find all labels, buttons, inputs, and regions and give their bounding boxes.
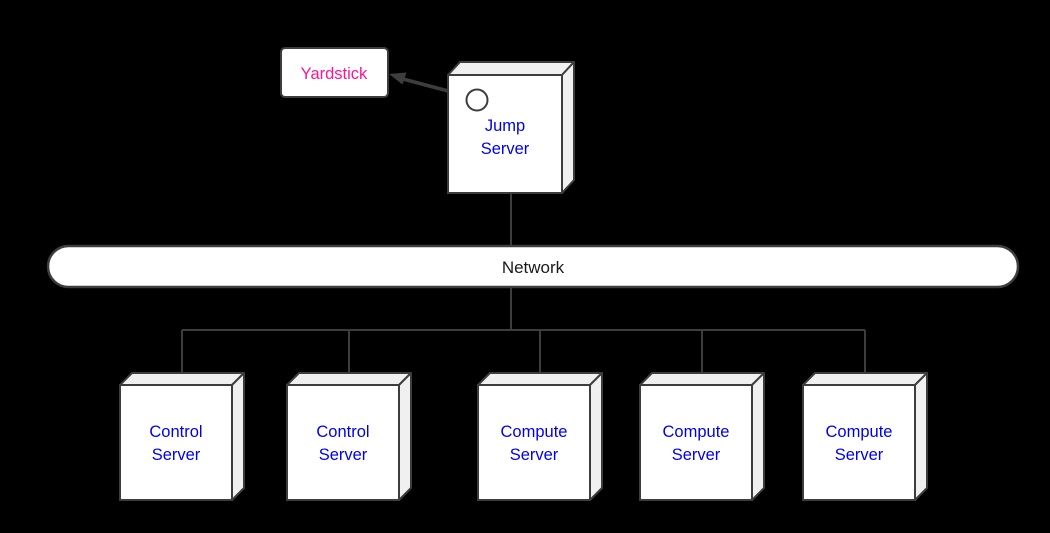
server-node-control-2: Control Server: [286, 372, 412, 501]
server-label-line2: Server: [510, 446, 559, 464]
jump-server-label-line1: Jump: [485, 117, 525, 135]
node-top-face: [802, 372, 928, 386]
yardstick-node: Yardstick: [280, 47, 389, 98]
node-top-face: [119, 372, 245, 386]
node-side-face: [398, 372, 412, 501]
node-top-face: [286, 372, 412, 386]
node-front-face: [477, 384, 591, 501]
node-front-face: [639, 384, 753, 501]
port-circle-icon: [465, 88, 489, 112]
server-node-control-1: Control Server: [119, 372, 245, 501]
network-label: Network: [502, 258, 565, 277]
jump-server-node: Jump Server: [447, 61, 575, 194]
server-label-line1: Compute: [663, 423, 730, 441]
server-label-line2: Server: [152, 446, 201, 464]
node-top-face: [447, 61, 575, 76]
arrow-head-icon: [389, 72, 407, 85]
server-label-line1: Compute: [501, 423, 568, 441]
network-bar: [46, 244, 1020, 289]
node-front-face: [802, 384, 916, 501]
server-node-compute-2: Compute Server: [639, 372, 765, 501]
yardstick-label: Yardstick: [301, 65, 368, 83]
jump-server-label-line2: Server: [481, 140, 530, 158]
network-node: Network: [46, 244, 1020, 289]
node-top-face: [639, 372, 765, 386]
node-side-face: [589, 372, 603, 501]
node-front-face: [286, 384, 400, 501]
node-top-face: [477, 372, 603, 386]
server-label-line2: Server: [319, 446, 368, 464]
server-label-line1: Control: [316, 423, 369, 441]
server-label-line1: Compute: [826, 423, 893, 441]
server-node-compute-3: Compute Server: [802, 372, 928, 501]
server-label-line2: Server: [672, 446, 721, 464]
node-front-face: [119, 384, 233, 501]
server-node-compute-1: Compute Server: [477, 372, 603, 501]
yardstick-node-box: [280, 47, 389, 98]
node-side-face: [231, 372, 245, 501]
server-label-line1: Control: [149, 423, 202, 441]
node-side-face: [914, 372, 928, 501]
server-label-line2: Server: [835, 446, 884, 464]
node-side-face: [561, 61, 575, 194]
node-side-face: [751, 372, 765, 501]
